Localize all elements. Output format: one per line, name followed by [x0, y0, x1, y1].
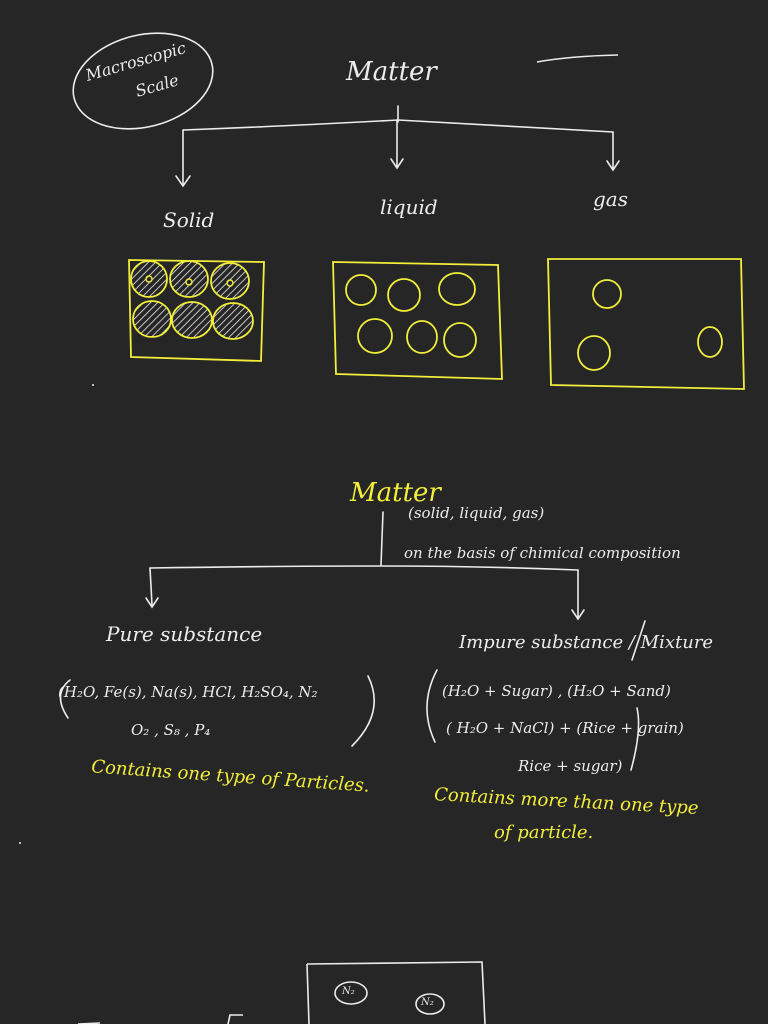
classification-subtitle: (solid, liquid, gas) [408, 504, 545, 522]
liquid-particles-box [332, 261, 503, 380]
matter-tree-top [175, 105, 620, 188]
liquid-particle-3 [438, 272, 476, 306]
scale-oval [72, 32, 214, 130]
liquid-particle-5 [406, 320, 438, 354]
state-gas-label: gas [593, 187, 628, 211]
gas-particle-3 [697, 326, 723, 358]
pure-heading: Pure substance [106, 622, 263, 646]
liquid-particle-4 [357, 318, 393, 354]
state-liquid-label: liquid [380, 195, 438, 219]
bottom-particle-label-1: N₂ [342, 986, 355, 997]
classification-title: Matter [350, 478, 441, 508]
liquid-particle-2 [387, 278, 421, 312]
liquid-particle-1 [345, 274, 377, 306]
matter-tree-classification [59, 511, 646, 771]
solid-particle-5 [171, 301, 213, 339]
solid-particle-mark-3 [226, 279, 234, 287]
solid-particle-mark-2 [185, 278, 193, 286]
pure-examples-line2: O₂ , S₈ , P₄ [131, 721, 211, 739]
gas-particle-1 [592, 279, 622, 309]
page-title: Matter [346, 57, 437, 87]
classification-basis: on the basis of chimical composition [404, 544, 681, 562]
impure-heading: Impure substance / Mixture [459, 632, 714, 653]
bottom-particle-label-2: N₂ [421, 997, 434, 1008]
solid-particle-3 [210, 262, 250, 300]
impure-note-line2: of particle. [494, 822, 594, 843]
solid-particle-1 [130, 260, 168, 298]
impure-examples-line1: (H₂O + Sugar) , (H₂O + Sand) [442, 682, 671, 700]
state-solid-label: Solid [163, 208, 215, 232]
solid-particles-box [128, 259, 265, 362]
bottom-particles-box [77, 961, 486, 1024]
impure-examples-line3: Rice + sugar) [518, 757, 623, 775]
gas-particle-2 [577, 335, 611, 371]
solid-particle-4 [132, 300, 172, 338]
stray-stroke [536, 54, 619, 63]
solid-particle-6 [212, 302, 254, 340]
solid-particle-mark-1 [145, 275, 153, 283]
gas-particles-box [547, 258, 745, 390]
liquid-particle-6 [443, 322, 477, 358]
pure-examples-line1: (H₂O, Fe(s), Na(s), HCl, H₂SO₄, N₂ [58, 683, 318, 701]
impure-examples-line2: ( H₂O + NaCl) + (Rice + grain) [446, 719, 684, 737]
